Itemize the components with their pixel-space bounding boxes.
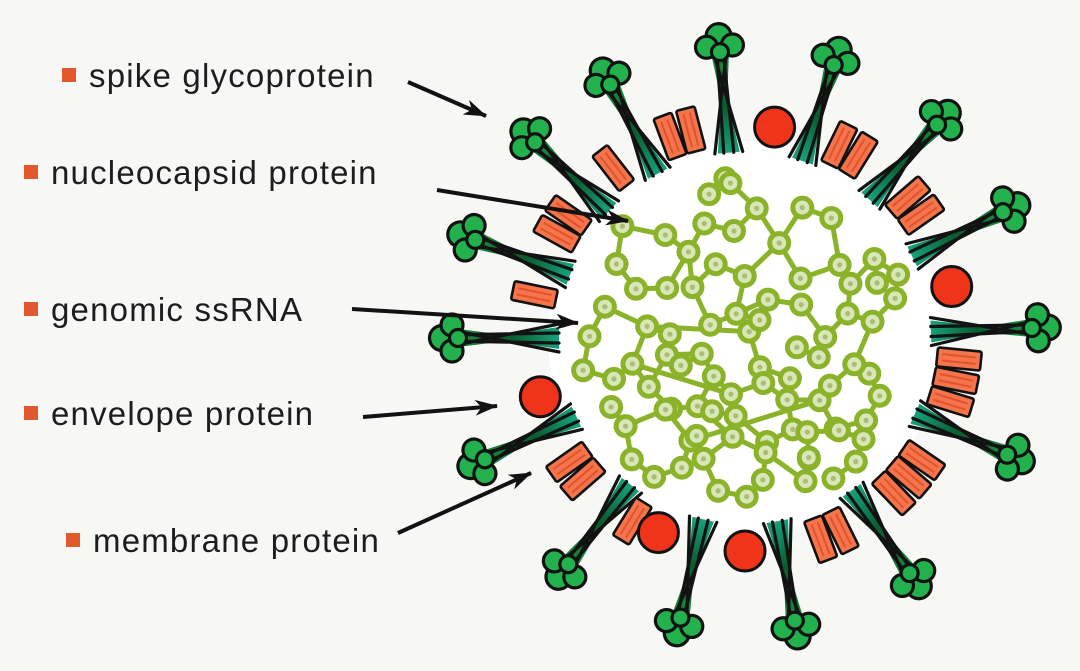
label-text: membrane protein xyxy=(93,521,381,559)
label-text: envelope protein xyxy=(51,394,315,432)
membrane-protein-rect xyxy=(935,346,983,372)
arrow-envelope-protein xyxy=(362,399,498,419)
envelope-protein-circle xyxy=(518,375,562,419)
label-spike-glycoprotein: spike glycoprotein xyxy=(62,53,375,97)
label-text: spike glycoprotein xyxy=(89,56,375,94)
spike xyxy=(583,56,672,182)
spike xyxy=(509,116,621,223)
membrane-protein-rect xyxy=(925,385,976,418)
genomic-ssrna-chain xyxy=(571,166,911,509)
membrane-protein-rect xyxy=(931,365,981,396)
membrane-protein-rect xyxy=(884,175,932,220)
bullet-icon xyxy=(66,533,80,547)
membrane-protein-rect xyxy=(871,470,917,517)
label-text: genomic ssRNA xyxy=(51,290,304,328)
spike-glycoproteins xyxy=(427,22,1062,651)
spike xyxy=(838,480,937,601)
membrane-protein-rect xyxy=(897,193,946,236)
membrane-protein-rect xyxy=(591,144,635,192)
spike xyxy=(446,212,577,290)
envelope-protein-circle xyxy=(753,105,797,149)
bullet-icon xyxy=(24,165,38,179)
label-membrane-protein: membrane protein xyxy=(66,518,380,562)
label-envelope-protein: envelope protein xyxy=(24,391,314,435)
arrow-membrane-protein xyxy=(397,471,532,535)
membrane-protein-rect xyxy=(559,456,607,502)
membrane-protein-rect xyxy=(820,120,859,170)
membrane-protein-rect xyxy=(885,455,933,500)
spike xyxy=(427,312,561,364)
membrane-protein-rect xyxy=(675,105,707,155)
spike xyxy=(787,35,861,168)
envelope-protein-circle xyxy=(930,265,974,308)
envelope-protein-circle xyxy=(723,529,767,573)
arrow-spike-glycoprotein xyxy=(407,80,487,118)
label-text: nucleocapsid protein xyxy=(51,153,378,191)
bullet-icon xyxy=(24,406,38,420)
spike xyxy=(904,185,1032,271)
membrane-protein-rect xyxy=(821,506,860,556)
membrane-protein-rect xyxy=(897,439,946,481)
arrow-genomic-ssrna xyxy=(351,307,579,330)
envelope-proteins xyxy=(518,105,974,573)
membrane-protein-rect xyxy=(803,514,839,564)
bullet-icon xyxy=(62,68,76,82)
membrane-protein-rect xyxy=(532,214,582,254)
spike xyxy=(907,399,1036,482)
spike xyxy=(761,517,822,651)
spike xyxy=(693,22,746,156)
spike xyxy=(857,98,964,211)
spike xyxy=(456,402,584,487)
spike xyxy=(541,474,644,591)
label-nucleocapsid-protein: nucleocapsid protein xyxy=(24,150,378,194)
label-genomic-ssrna: genomic ssRNA xyxy=(24,287,303,331)
spike xyxy=(653,514,719,648)
envelope-protein-circle xyxy=(636,511,680,555)
membrane-protein-rect xyxy=(838,131,879,180)
membrane-ring xyxy=(509,105,983,564)
spike xyxy=(928,302,1062,354)
arrow-nucleocapsid-protein xyxy=(436,188,629,226)
membrane-protein-rect xyxy=(545,440,594,483)
bullet-icon xyxy=(24,302,38,316)
membrane-protein-rect xyxy=(509,280,559,310)
membrane-protein-rect xyxy=(652,111,688,162)
